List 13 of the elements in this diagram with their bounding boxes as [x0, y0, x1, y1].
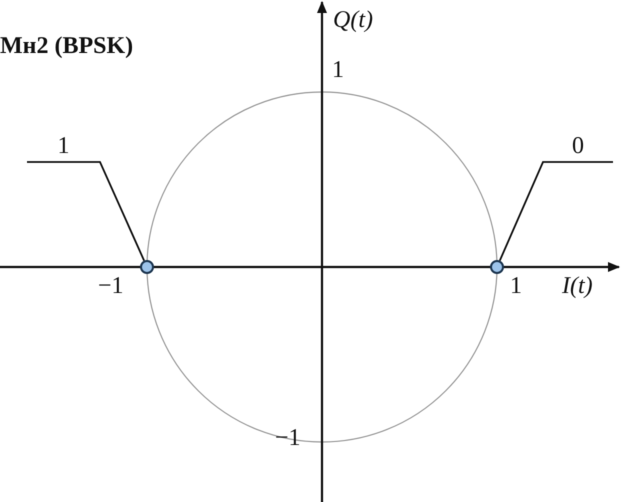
leader-label: 0 — [543, 130, 613, 162]
title: Мн2 (BPSK) — [0, 32, 134, 60]
tick-label: 1 — [332, 56, 344, 84]
leader-line — [498, 161, 613, 261]
tick-label: 1 — [510, 272, 522, 300]
leader-line — [27, 161, 145, 261]
i-axis-label: I(t) — [562, 272, 593, 300]
constellation-point — [140, 260, 154, 274]
q-axis-label: Q(t) — [333, 6, 373, 34]
tick-label: −1 — [98, 272, 124, 300]
tick-label: −1 — [275, 424, 301, 452]
constellation-point — [490, 260, 504, 274]
leader-label: 1 — [27, 130, 100, 162]
